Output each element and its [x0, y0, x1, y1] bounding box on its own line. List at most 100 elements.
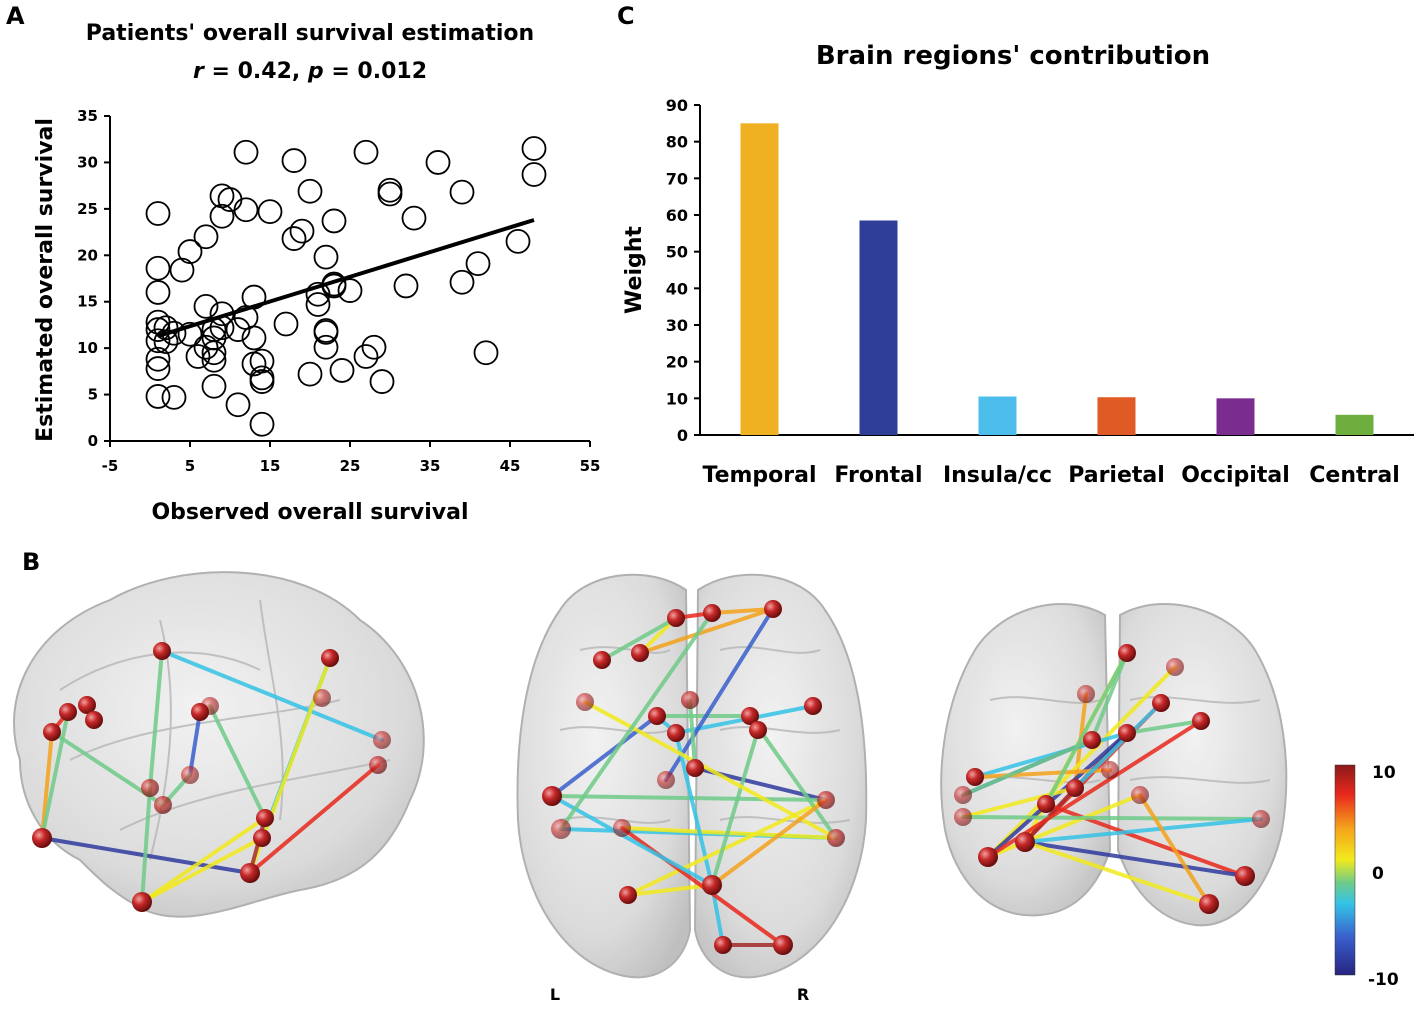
scatter-point	[289, 218, 315, 244]
scatter-point	[281, 226, 307, 251]
network-node	[253, 829, 271, 847]
network-node	[1015, 832, 1035, 852]
network-node	[551, 819, 571, 839]
scatter-point	[145, 384, 171, 409]
network-edge	[600, 616, 678, 662]
subtitle-p: p	[307, 59, 324, 84]
bar-y-tick-label: 20	[666, 353, 688, 372]
bar-y-tick-label: 90	[666, 96, 688, 115]
category-label: Parietal	[1068, 463, 1165, 488]
network-edge	[1023, 817, 1263, 844]
scatter-point	[321, 208, 347, 234]
x-tick-label: 55	[580, 457, 601, 475]
scatter-point	[449, 269, 475, 295]
colorbar-gradient	[1334, 764, 1356, 976]
y-tick-label: 5	[88, 386, 98, 404]
network-node	[1166, 658, 1184, 676]
scatter-point	[313, 319, 339, 345]
network-edge	[961, 815, 1263, 821]
network-edge	[1138, 793, 1211, 906]
network-edge	[710, 607, 775, 615]
scatter-point	[177, 239, 203, 264]
category-label: Occipital	[1181, 463, 1290, 488]
scatter-point	[273, 311, 299, 337]
network-edge	[986, 731, 1129, 859]
bar-y-label: Weight	[622, 226, 647, 314]
scatter-point	[161, 384, 187, 410]
network-node	[43, 723, 61, 741]
network-node	[593, 651, 611, 669]
network-node	[1199, 894, 1219, 914]
scatter-point	[337, 278, 363, 303]
network-node	[132, 892, 152, 912]
scatter-point	[153, 329, 179, 355]
scatter-point	[353, 139, 379, 165]
network-node	[686, 759, 704, 777]
y-tick-label: 10	[77, 339, 98, 357]
subtitle-r-value: = 0.42,	[204, 59, 308, 84]
network-node	[256, 809, 274, 827]
network-node	[1131, 786, 1149, 804]
scatter-point	[297, 361, 323, 387]
scatter-point	[505, 228, 531, 254]
network-edge	[1044, 651, 1129, 806]
network-node	[966, 768, 984, 786]
network-edge	[710, 728, 760, 887]
network-node	[613, 819, 631, 837]
network-node	[773, 935, 793, 955]
network-node	[321, 649, 339, 667]
network-node	[141, 779, 159, 797]
scatter-point	[425, 150, 451, 175]
scatter-subtitle: r = 0.42, p = 0.012	[193, 59, 427, 84]
scatter-point	[353, 344, 379, 369]
scatter-point	[145, 328, 171, 354]
y-tick-label: 25	[77, 200, 98, 218]
network-node	[978, 847, 998, 867]
panel-letter-a: A	[6, 2, 25, 30]
network-edge	[1073, 701, 1163, 790]
scatter-point	[313, 334, 339, 360]
x-tick-label: 5	[185, 457, 195, 475]
scatter-point	[193, 293, 219, 319]
network-node	[154, 796, 172, 814]
scatter-point	[465, 251, 491, 277]
bar-y-tick-label: 30	[666, 316, 688, 335]
network-node	[667, 724, 685, 742]
colorbar-max-label: 10	[1372, 763, 1396, 783]
scatter-chart: Patients' overall survival estimation r …	[33, 21, 600, 525]
scatter-point	[201, 340, 227, 366]
network-edge	[973, 768, 1112, 779]
network-node	[667, 609, 685, 627]
bar-insulacc	[978, 396, 1017, 435]
network-edge	[1023, 840, 1211, 906]
right-label: R	[797, 985, 809, 1004]
network-edge	[140, 836, 264, 904]
network-edge	[550, 794, 828, 802]
panel-letter-c: C	[617, 2, 635, 30]
network-node	[1235, 866, 1255, 886]
brain-coronal-view	[940, 602, 1288, 927]
left-label: L	[550, 985, 560, 1004]
network-node	[78, 696, 96, 714]
scatter-point	[145, 255, 171, 281]
regression-line	[157, 218, 535, 338]
network-edge	[160, 649, 384, 742]
y-tick-label: 35	[77, 107, 98, 125]
y-tick-label: 0	[88, 432, 98, 450]
x-tick-label: -5	[102, 457, 119, 475]
scatter-point	[521, 136, 547, 161]
colorbar-min-label: -10	[1368, 970, 1399, 990]
bar-chart: Brain regions' contribution 010203040506…	[622, 41, 1414, 488]
bar-bars	[740, 123, 1374, 435]
network-node	[153, 642, 171, 660]
network-node	[1083, 731, 1101, 749]
network-node	[954, 808, 972, 826]
scatter-point	[169, 257, 195, 283]
edges-coronal	[961, 651, 1263, 906]
scatter-point	[377, 181, 403, 207]
network-node	[954, 786, 972, 804]
network-node	[313, 689, 331, 707]
scatter-point	[281, 148, 307, 173]
